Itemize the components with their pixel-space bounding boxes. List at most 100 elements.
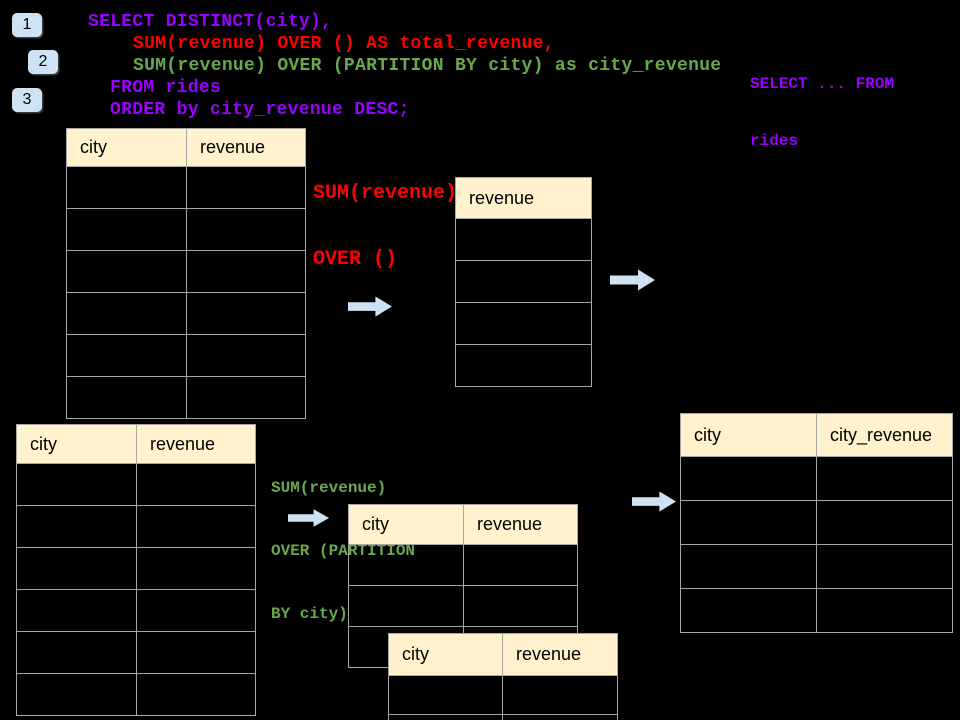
empty-cell [16, 589, 137, 632]
table-row [16, 547, 256, 590]
column-header-city: city [66, 128, 187, 167]
table-source-top: city revenue [66, 128, 306, 419]
column-header-revenue: revenue [502, 633, 618, 676]
table-row [16, 589, 256, 632]
arrow-right-icon [632, 490, 677, 513]
column-header-revenue: revenue [463, 504, 578, 545]
annotation-line: SUM(revenue) [313, 182, 458, 205]
empty-cell [502, 675, 618, 715]
column-header-revenue: revenue [136, 424, 256, 464]
table-source-bottom: city revenue [16, 424, 256, 716]
empty-cell [816, 500, 953, 545]
empty-cell [186, 250, 306, 293]
table-row [455, 218, 592, 261]
table-row [66, 292, 306, 335]
empty-cell [455, 218, 592, 261]
empty-cell [186, 292, 306, 335]
empty-cell [136, 631, 256, 674]
table-row [388, 675, 618, 715]
sql-line-total-revenue: SUM(revenue) OVER () AS total_revenue, [133, 34, 555, 54]
column-header-city: city [388, 633, 503, 676]
table-row [66, 250, 306, 293]
table-row [680, 544, 953, 589]
empty-cell [816, 588, 953, 633]
step-badge-3: 3 [12, 88, 42, 112]
empty-cell [186, 208, 306, 251]
table-row [388, 714, 618, 720]
annotation-line: BY city) [271, 605, 348, 623]
column-header-city: city [16, 424, 137, 464]
table-body [16, 463, 256, 716]
table-body [66, 166, 306, 419]
table-row [455, 260, 592, 303]
table-city-revenue-result: city city_revenue [680, 413, 953, 633]
step-badge-1: 1 [12, 13, 42, 37]
empty-cell [186, 376, 306, 419]
table-row [16, 505, 256, 548]
column-header-revenue: revenue [455, 177, 592, 219]
column-header-city: city [680, 413, 817, 457]
table-row [16, 673, 256, 716]
empty-cell [136, 589, 256, 632]
column-header-revenue: revenue [186, 128, 306, 167]
table-row [348, 544, 578, 586]
empty-cell [66, 292, 187, 335]
empty-cell [348, 544, 464, 586]
empty-cell [388, 675, 503, 715]
side-note-select-from-rides: SELECT ... FROM rides [750, 37, 894, 189]
empty-cell [136, 673, 256, 716]
arrow-right-icon [288, 508, 330, 528]
empty-cell [16, 463, 137, 506]
table-partition-overlay: city revenue [388, 633, 618, 720]
sql-line-from: FROM rides [110, 78, 222, 98]
table-body [680, 456, 953, 633]
empty-cell [66, 208, 187, 251]
empty-cell [16, 673, 137, 716]
table-body [388, 675, 618, 720]
empty-cell [816, 456, 953, 501]
empty-cell [186, 334, 306, 377]
annotation-line: SUM(revenue) [271, 479, 387, 497]
table-row [16, 631, 256, 674]
annotation-line: OVER () [313, 248, 398, 271]
side-note-line: rides [750, 132, 799, 150]
table-row [66, 166, 306, 209]
step-badge-2: 2 [28, 50, 58, 74]
empty-cell [680, 456, 817, 501]
empty-cell [388, 714, 503, 720]
column-header-city: city [348, 504, 464, 545]
arrow-right-icon [348, 295, 393, 318]
empty-cell [348, 585, 464, 627]
empty-cell [680, 544, 817, 589]
empty-cell [463, 544, 578, 586]
table-row [455, 344, 592, 387]
empty-cell [66, 334, 187, 377]
table-row [16, 463, 256, 506]
table-total-revenue-result: revenue [455, 177, 592, 387]
table-body [455, 218, 592, 387]
empty-cell [463, 585, 578, 627]
empty-cell [136, 547, 256, 590]
table-row [680, 500, 953, 545]
empty-cell [16, 505, 137, 548]
empty-cell [66, 166, 187, 209]
table-row [348, 585, 578, 627]
table-row [680, 456, 953, 501]
table-row [680, 588, 953, 633]
table-row [66, 376, 306, 419]
sql-line-select: SELECT DISTINCT(city), [88, 12, 333, 32]
side-note-line: SELECT ... FROM [750, 75, 895, 93]
empty-cell [16, 547, 137, 590]
empty-cell [680, 588, 817, 633]
table-row [66, 208, 306, 251]
sql-line-order-by: ORDER by city_revenue DESC; [110, 100, 410, 120]
empty-cell [502, 714, 618, 720]
empty-cell [816, 544, 953, 589]
empty-cell [455, 302, 592, 345]
arrow-right-icon [610, 268, 656, 292]
empty-cell [66, 376, 187, 419]
empty-cell [136, 505, 256, 548]
column-header-city-revenue: city_revenue [816, 413, 953, 457]
table-row [455, 302, 592, 345]
